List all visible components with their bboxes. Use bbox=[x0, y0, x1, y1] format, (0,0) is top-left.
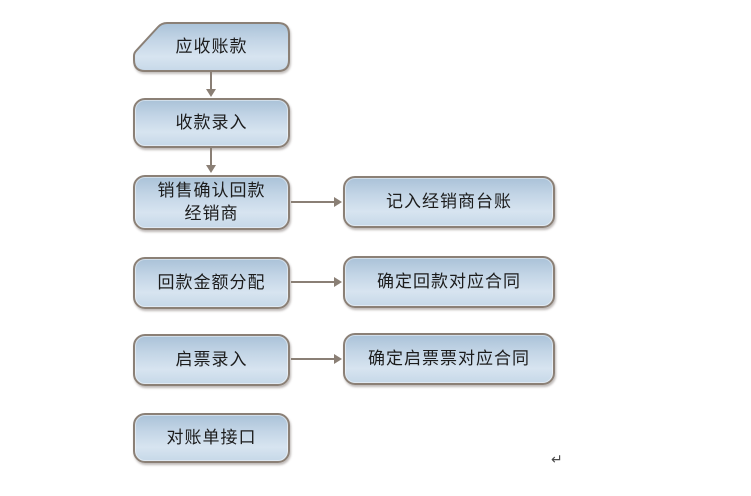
arrowhead-right-icon bbox=[334, 354, 342, 364]
node-invoice-contract: 确定启票票对应合同 bbox=[343, 333, 555, 385]
node-invoice-entry: 启票录入 bbox=[133, 334, 290, 386]
node-sales-confirm: 销售确认回款 经销商 bbox=[133, 175, 290, 230]
node-amount-allocation-label: 回款金额分配 bbox=[157, 272, 266, 293]
node-invoice-entry-label: 启票录入 bbox=[175, 349, 248, 370]
node-statement-interface-label: 对账单接口 bbox=[166, 427, 257, 448]
node-amount-allocation: 回款金额分配 bbox=[133, 257, 290, 309]
node-payment-entry-label: 收款录入 bbox=[175, 112, 248, 133]
node-receivables-shape bbox=[133, 22, 290, 72]
node-payment-entry: 收款录入 bbox=[133, 98, 290, 148]
node-receivables: 应收账款 bbox=[133, 22, 290, 72]
node-dealer-ledger: 记入经销商台账 bbox=[343, 176, 555, 228]
arrowhead-right-icon bbox=[334, 197, 342, 207]
arrow-amount-allocation-to-payment-contract bbox=[291, 281, 334, 283]
paragraph-return-mark: ↵ bbox=[551, 452, 563, 468]
node-invoice-contract-label: 确定启票票对应合同 bbox=[368, 348, 530, 369]
arrowhead-right-icon bbox=[334, 277, 342, 287]
arrow-payment-entry-to-sales-confirm bbox=[210, 148, 212, 165]
node-sales-confirm-label: 销售确认回款 经销商 bbox=[157, 180, 266, 224]
node-statement-interface: 对账单接口 bbox=[133, 413, 290, 463]
node-payment-contract-label: 确定回款对应合同 bbox=[377, 271, 521, 292]
node-payment-contract: 确定回款对应合同 bbox=[343, 256, 555, 308]
arrowhead-down-icon bbox=[206, 165, 216, 173]
arrow-receivables-to-payment-entry bbox=[210, 72, 212, 89]
node-dealer-ledger-label: 记入经销商台账 bbox=[386, 191, 512, 212]
arrow-invoice-entry-to-invoice-contract bbox=[291, 358, 334, 360]
node-receivables-label: 应收账款 bbox=[175, 36, 248, 57]
arrowhead-down-icon bbox=[206, 89, 216, 97]
arrow-sales-confirm-to-dealer-ledger bbox=[291, 201, 334, 203]
